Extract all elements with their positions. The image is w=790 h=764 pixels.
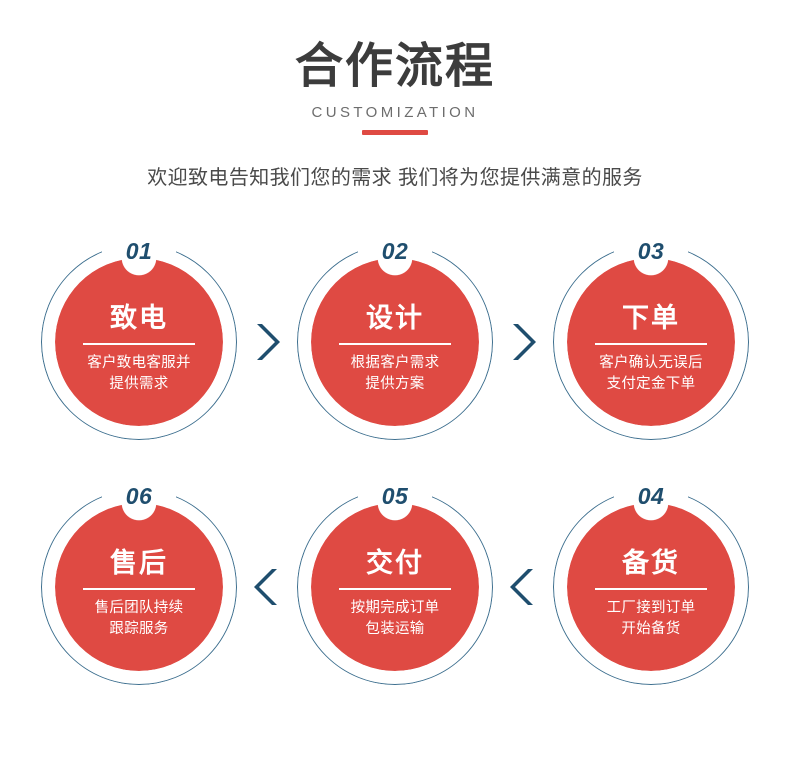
step-outer-ring: [297, 489, 493, 686]
chevron-right-icon: [237, 244, 297, 440]
step-description: 客户致电客服并 提供需求: [87, 353, 191, 395]
step-divider: [83, 587, 195, 590]
step-divider: [595, 587, 707, 590]
step-number-badge: 03: [637, 238, 665, 265]
step-description-line1: 按期完成订单: [350, 599, 440, 616]
flow-step-04[interactable]: 04 备货 工厂接到订单 开始备货: [553, 485, 749, 686]
page-tagline: 欢迎致电告知我们您的需求 我们将为您提供满意的服务: [147, 166, 643, 189]
process-flow-diagram: 01 致电 客户致电客服并 提供需求 02 设计: [0, 220, 790, 710]
step-number-badge: 06: [125, 483, 153, 510]
step-content: 售后 售后团队持续 跟踪服务: [41, 489, 237, 685]
step-inner-disc: [55, 503, 223, 672]
step-description-line2: 包装运输: [365, 620, 425, 637]
flow-row-top: 01 致电 客户致电客服并 提供需求 02 设计: [0, 220, 790, 465]
step-description-line2: 支付定金下单: [606, 375, 696, 392]
step-outer-ring: [553, 244, 749, 441]
step-description-line1: 根据客户需求: [350, 354, 440, 371]
step-description-line2: 开始备货: [621, 620, 681, 637]
flow-step-02[interactable]: 02 设计 根据客户需求 提供方案: [297, 240, 493, 441]
page-header: 合作流程 CUSTOMIZATION 欢迎致电告知我们您的需求 我们将为您提供满…: [0, 0, 790, 190]
step-divider: [339, 587, 451, 590]
step-inner-disc: [567, 503, 735, 672]
step-inner-disc: [567, 258, 735, 427]
step-heading: 致电: [110, 302, 168, 333]
step-heading: 下单: [622, 302, 680, 333]
flow-step-01[interactable]: 01 致电 客户致电客服并 提供需求: [41, 240, 237, 441]
step-description-line2: 提供方案: [365, 375, 425, 392]
step-content: 备货 工厂接到订单 开始备货: [553, 489, 749, 685]
step-divider: [83, 342, 195, 345]
chevron-left-icon: [237, 489, 297, 685]
step-description: 根据客户需求 提供方案: [351, 353, 440, 395]
step-divider: [339, 342, 451, 345]
flow-step-05[interactable]: 05 交付 按期完成订单 包装运输: [297, 485, 493, 686]
step-description: 按期完成订单 包装运输: [351, 598, 440, 640]
step-inner-disc: [311, 503, 479, 672]
page-title: 合作流程: [294, 40, 495, 93]
step-description-line1: 工厂接到订单: [606, 599, 696, 616]
chevron-right-icon: [493, 244, 553, 440]
step-content: 下单 客户确认无误后 支付定金下单: [553, 244, 749, 440]
step-heading: 售后: [110, 547, 168, 578]
step-number-badge: 05: [381, 483, 409, 510]
flow-row-bottom: 04 备货 工厂接到订单 开始备货 05 交付: [0, 465, 790, 710]
step-description: 售后团队持续 跟踪服务: [95, 598, 184, 640]
step-content: 交付 按期完成订单 包装运输: [297, 489, 493, 685]
step-description: 客户确认无误后 支付定金下单: [599, 353, 703, 395]
step-number-badge: 02: [381, 238, 409, 265]
step-description-line1: 客户确认无误后: [599, 354, 703, 371]
step-description: 工厂接到订单 开始备货: [607, 598, 696, 640]
step-outer-ring: [41, 489, 237, 686]
step-description-line2: 跟踪服务: [109, 620, 169, 637]
step-number-badge: 04: [637, 483, 665, 510]
step-heading: 交付: [366, 547, 424, 578]
step-description-line2: 提供需求: [109, 375, 169, 392]
step-description-line1: 客户致电客服并: [87, 354, 191, 371]
step-heading: 备货: [622, 547, 680, 578]
step-outer-ring: [553, 489, 749, 686]
step-heading: 设计: [366, 302, 424, 333]
step-outer-ring: [41, 244, 237, 441]
step-content: 致电 客户致电客服并 提供需求: [41, 244, 237, 440]
step-content: 设计 根据客户需求 提供方案: [297, 244, 493, 440]
step-description-line1: 售后团队持续: [94, 599, 184, 616]
step-outer-ring: [297, 244, 493, 441]
flow-step-03[interactable]: 03 下单 客户确认无误后 支付定金下单: [553, 240, 749, 441]
step-inner-disc: [311, 258, 479, 427]
step-divider: [595, 342, 707, 345]
title-underline-rule: [362, 129, 428, 135]
chevron-left-icon: [493, 489, 553, 685]
step-number-badge: 01: [125, 238, 153, 265]
page-subtitle-en: CUSTOMIZATION: [311, 103, 479, 121]
flow-step-06[interactable]: 06 售后 售后团队持续 跟踪服务: [41, 485, 237, 686]
step-inner-disc: [55, 258, 223, 427]
